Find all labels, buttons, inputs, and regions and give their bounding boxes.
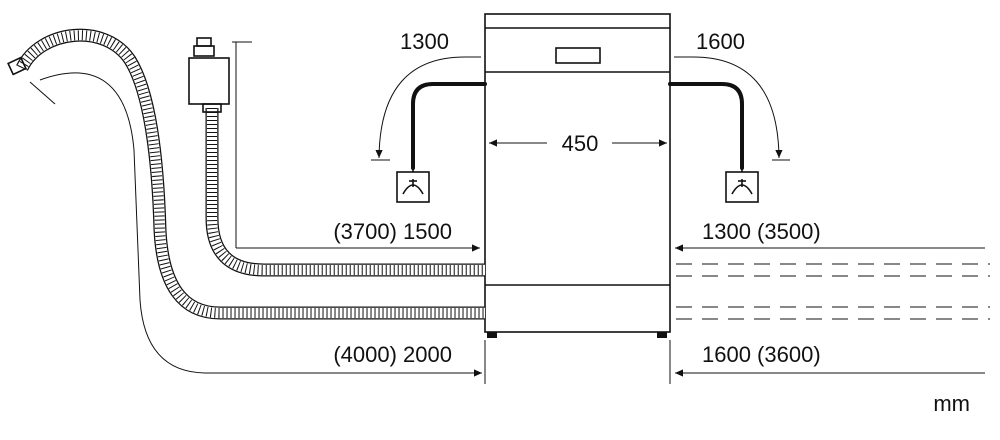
right-drain-pipe [668,82,744,172]
drain-height-right-arrow [674,56,790,161]
control-panel-display [555,47,601,64]
drain-siphon-icon [725,171,759,203]
hose-continuation-lines [676,263,990,320]
drain-siphon-icon [396,171,430,203]
drain-height-left-arrow [371,56,481,161]
drain-height-right-label: 1600 [696,29,745,54]
supply-left-dimension [232,41,480,252]
tap-connector [188,37,230,113]
inlet-hose [205,108,485,277]
unit-label: mm [933,391,970,416]
supply-left-label: (3700) 1500 [333,219,452,244]
supply-right-label: 1300 (3500) [702,219,821,244]
drain-right-label: 1600 (3600) [702,342,821,367]
drain-hose-end [7,56,56,105]
foot-right [657,332,667,338]
dishwasher [484,13,671,338]
drain-left-label: (4000) 2000 [333,342,452,367]
foot-left [487,332,497,338]
drain-height-left-label: 1300 [400,29,449,54]
width-label: 450 [562,131,599,156]
drain-right-dimension [669,340,985,384]
drain-hose [16,28,485,320]
left-drain-pipe [411,82,487,172]
drain-left-dimension [39,72,486,384]
